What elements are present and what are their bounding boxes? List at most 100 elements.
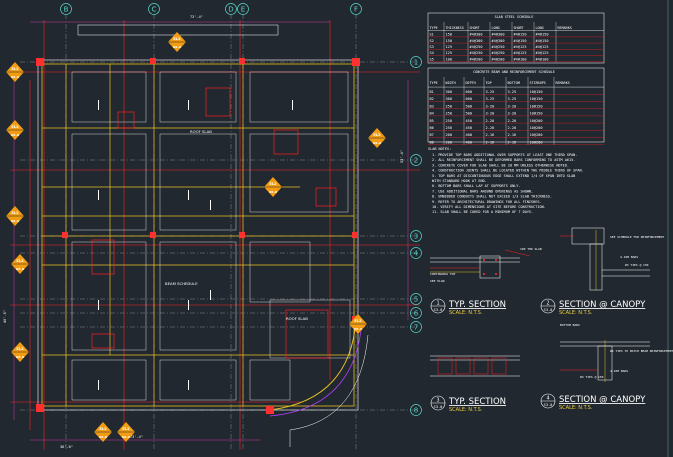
- note-line: 3. CONCRETE COVER FOR SLAB SHALL BE 20 M…: [432, 163, 569, 167]
- dim-left: 40'-0": [3, 310, 7, 323]
- grid-bubble[interactable]: 3: [410, 230, 422, 242]
- callout-sheet: xx.x: [269, 190, 278, 194]
- table-cell: B6: [430, 126, 434, 130]
- table-header-cell: REMARKS: [558, 26, 572, 30]
- callout-sheet: xx.x: [11, 133, 20, 137]
- detail-note: 4-16M BARS: [610, 369, 628, 373]
- table-cell: 10@150: [530, 90, 543, 94]
- table-cell: 450: [466, 119, 473, 123]
- grid-bubble[interactable]: F: [350, 3, 362, 15]
- table-cell: B4: [430, 112, 434, 116]
- table-cell: 2-16: [508, 133, 517, 137]
- table-header-cell: DEPTH: [466, 81, 476, 85]
- svg-text:B: B: [64, 6, 69, 14]
- grid-bubble[interactable]: 6: [410, 307, 422, 319]
- dim-right: 53'-4": [400, 150, 404, 163]
- section-sheet: S3.0: [434, 308, 443, 312]
- detail-note: #4 TIES TO MATCH BEAM REINFORCEMENT: [610, 349, 673, 353]
- grid-bubble[interactable]: 4: [410, 247, 422, 259]
- callout-sheet: xx.x: [16, 267, 25, 271]
- notes-lines: 1. PROVIDE TOP BARS ADDITIONAL OVER SUPP…: [432, 153, 584, 214]
- grid-bubble[interactable]: 1: [410, 56, 422, 68]
- notes-heading: SLAB NOTES:: [428, 147, 451, 151]
- section-details: SEE SCHEDULE FOR REINFORCEMENT 4-16M BARS…: [430, 227, 673, 413]
- section-callout-tag[interactable]: EL2 xx.x: [168, 32, 186, 52]
- wall-lines: [10, 20, 420, 450]
- table-cell: #4@300: [470, 33, 483, 37]
- table-cell: 250: [446, 119, 453, 123]
- table-header-cell: THICKNESS: [446, 26, 464, 30]
- table-cell: B8: [430, 140, 434, 144]
- callout-sheet: xx.x: [11, 75, 20, 79]
- table-cell: 10@150: [530, 104, 543, 108]
- table-header-cell: WIDTH: [446, 81, 456, 85]
- svg-text:E: E: [241, 6, 245, 14]
- section-title: SECTION @ CANOPY: [559, 395, 646, 405]
- table-cell: 10@200: [530, 133, 543, 137]
- dim-top: 73'-4": [190, 15, 203, 19]
- table-cell: B1: [430, 90, 434, 94]
- callout-sheet: xx.x: [173, 45, 182, 49]
- section-scale: SCALE: N.T.S.: [449, 310, 483, 316]
- note-line: 1. PROVIDE TOP BARS ADDITIONAL OVER SUPP…: [432, 153, 577, 157]
- section-sheet: S3.0: [434, 405, 443, 409]
- grid-bubble[interactable]: 7: [410, 321, 422, 333]
- grid-bubble[interactable]: 5: [410, 293, 422, 305]
- grid-bubble[interactable]: 2: [410, 154, 422, 166]
- table-cell: 250: [446, 112, 453, 116]
- table-cell: S5: [430, 57, 434, 61]
- table-cell: 2-20: [486, 126, 495, 130]
- svg-text:6: 6: [414, 310, 419, 318]
- table-cell: B3: [430, 104, 434, 108]
- svg-text:D: D: [228, 6, 233, 14]
- grid-bubble[interactable]: C: [148, 3, 160, 15]
- table-cell: 3-25: [486, 90, 495, 94]
- table-cell: S2: [430, 39, 434, 43]
- callout-number: EL2: [122, 427, 130, 431]
- grid-bubble[interactable]: 8: [410, 404, 422, 416]
- detail-note: SEE SCHEDULE FOR REINFORCEMENT: [610, 235, 664, 239]
- detail-note: BOTTOM BARS: [560, 323, 580, 327]
- callout-number: EL2: [16, 347, 24, 351]
- table-cell: 3-20: [486, 104, 495, 108]
- grid-bubble[interactable]: B: [60, 3, 72, 15]
- table-cell: 450: [466, 126, 473, 130]
- grid-bubble[interactable]: D: [225, 3, 237, 15]
- table-cell: #4@250: [470, 45, 483, 49]
- note-line: 10. VERIFY ALL DIMENSIONS AT SITE BEFORE…: [432, 205, 546, 209]
- detail-canopy-2: [560, 227, 650, 291]
- table-cell: S4: [430, 51, 434, 55]
- table-cell: 2-16: [486, 140, 495, 144]
- table-cell: 2-16: [486, 133, 495, 137]
- section-title: TYP. SECTION: [448, 397, 506, 407]
- table-cell: 150: [446, 33, 453, 37]
- grid-bubble[interactable]: E: [237, 3, 249, 15]
- table-cell: 3-20: [486, 112, 495, 116]
- detail-annotations: SEE SCHEDULE FOR REINFORCEMENT 4-16M BARS…: [430, 235, 673, 379]
- table-header-cell: TYPE: [430, 81, 438, 85]
- detail-note: #3 TIES @ 150: [580, 375, 604, 379]
- table-cell: 3-20: [508, 112, 517, 116]
- section-number: 4: [546, 396, 549, 402]
- slab-panels: [71, 71, 351, 401]
- table-header-cell: STIRRUPS: [530, 81, 546, 85]
- callout-number: EL2: [173, 37, 181, 41]
- openings: [91, 87, 337, 359]
- detail-note: SEE PLAN: [430, 279, 445, 283]
